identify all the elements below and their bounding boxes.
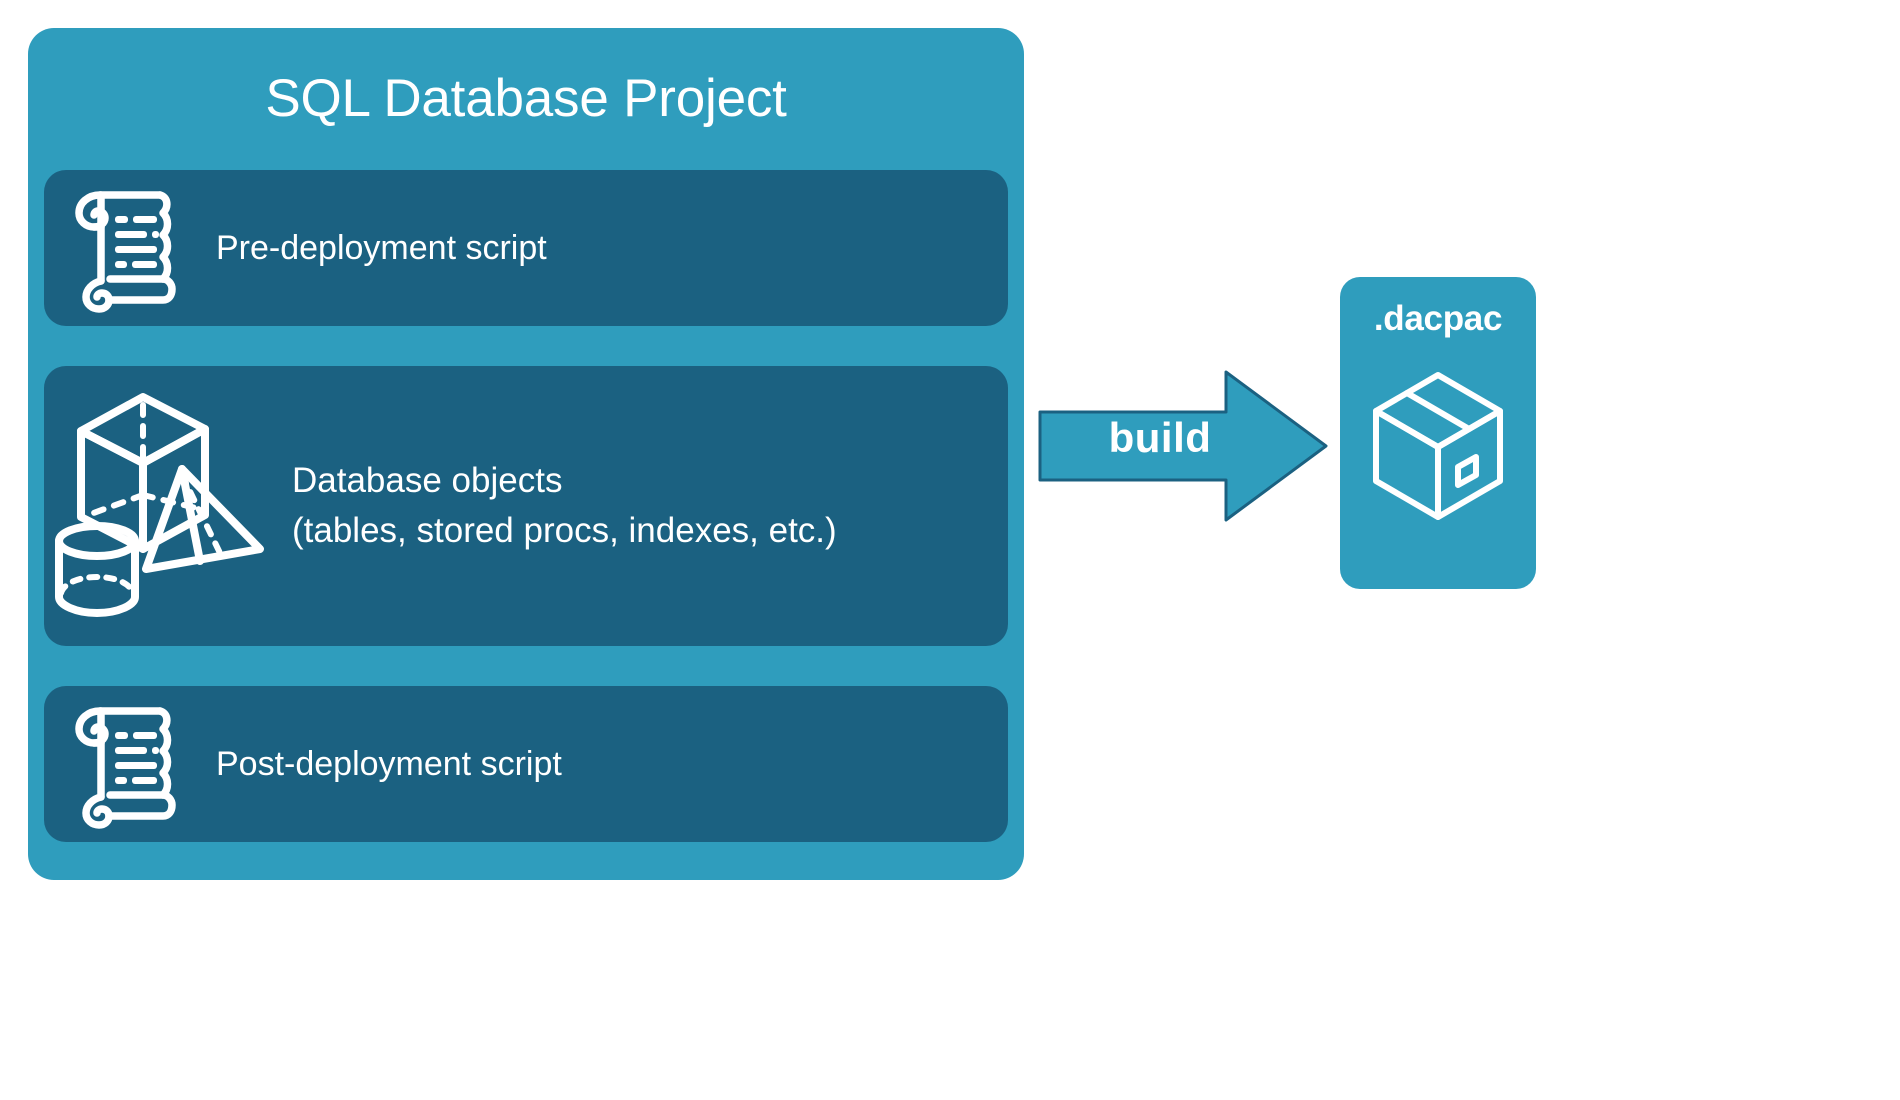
panel-post-deployment-label: Post-deployment script — [216, 744, 562, 783]
panel-pre-deployment[interactable]: Pre-deployment script — [44, 170, 1008, 326]
build-arrow — [1038, 370, 1330, 522]
pyramid-icon — [142, 465, 264, 573]
sql-database-project-container: SQL Database Project — [28, 28, 1024, 880]
panel-post-deployment[interactable]: Post-deployment script — [44, 686, 1008, 842]
dacpac-output-box[interactable]: .dacpac — [1340, 277, 1536, 589]
scroll-icon — [52, 183, 202, 313]
panel-database-objects[interactable]: Database objects (tables, stored procs, … — [44, 366, 1008, 646]
panel-database-objects-label: Database objects (tables, stored procs, … — [292, 461, 837, 550]
build-arrow-label: build — [1108, 414, 1212, 461]
dacpac-label: .dacpac — [1373, 299, 1503, 338]
package-box-icon — [1364, 361, 1512, 521]
cylinder-icon — [55, 522, 139, 617]
panel-pre-deployment-label: Pre-deployment script — [216, 228, 547, 267]
scroll-icon — [52, 699, 202, 829]
project-title: SQL Database Project — [265, 69, 787, 128]
database-objects-icon-group — [48, 381, 278, 631]
